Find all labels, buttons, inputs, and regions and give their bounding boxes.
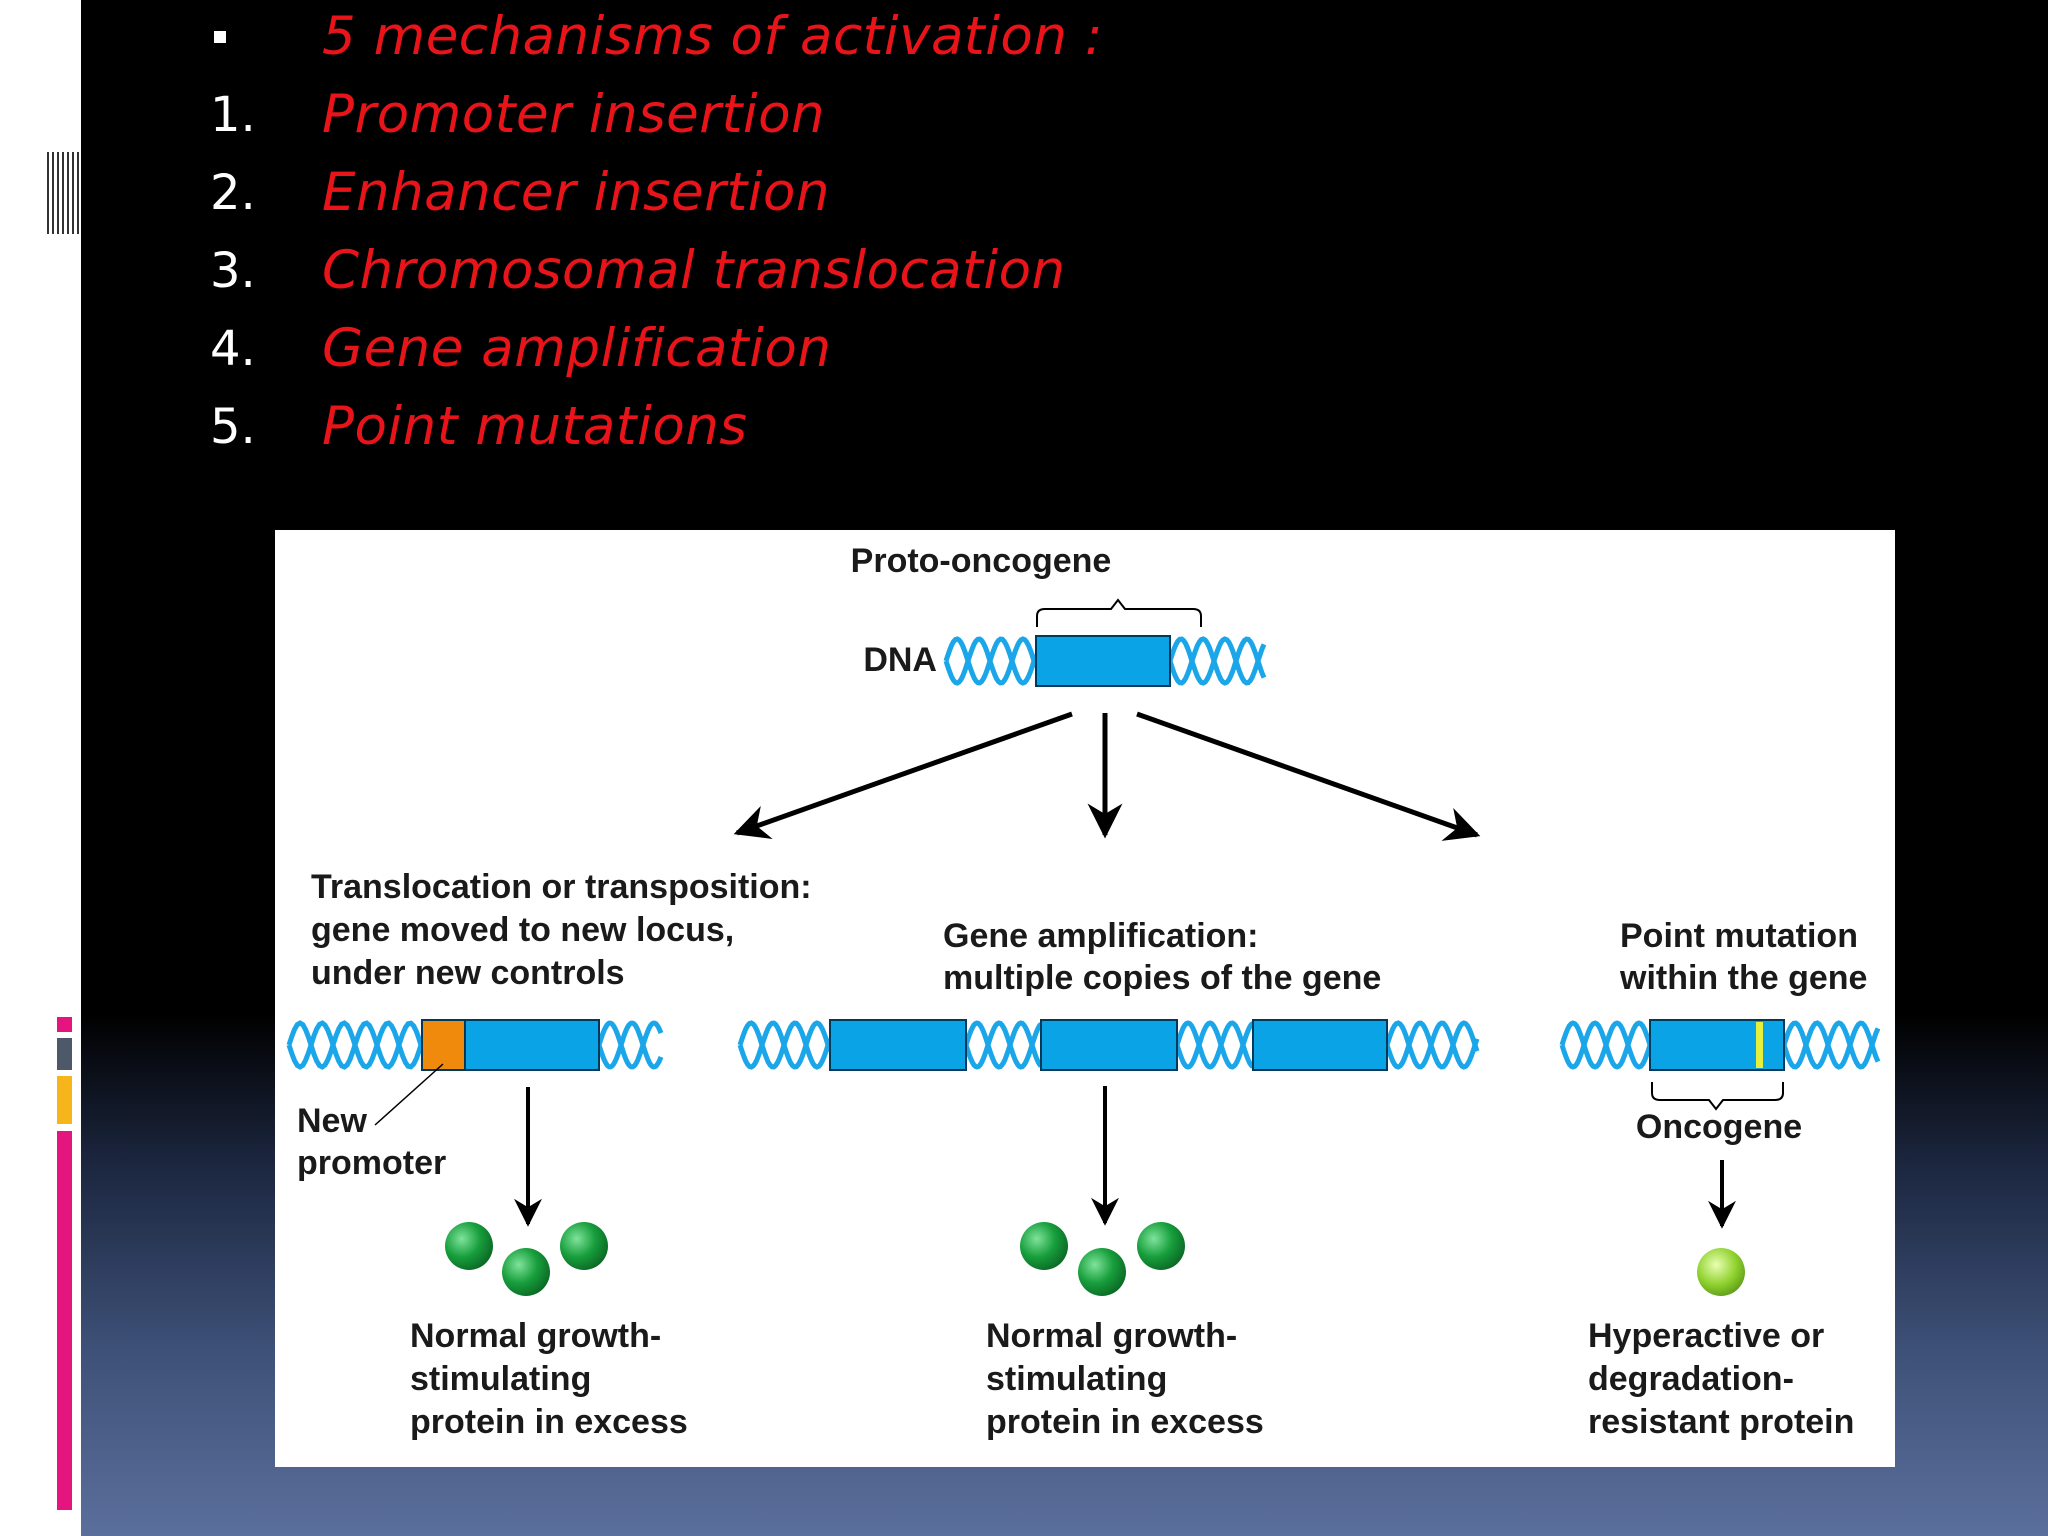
dna-strand [963, 1020, 1043, 1070]
new-promoter-pointer [374, 1063, 444, 1126]
deco-gold-block [57, 1076, 72, 1124]
list-item-text: Chromosomal translocation [322, 240, 1066, 301]
dna-strand [1167, 636, 1267, 686]
deco-bar [77, 152, 79, 234]
translocation-line: Translocation or transposition: [311, 868, 812, 906]
square-bullet-icon [214, 31, 226, 43]
dna-strand [1384, 1020, 1480, 1070]
list-item-number: 2. [210, 165, 256, 221]
list-item-number: 5. [210, 399, 256, 455]
amplified-gene-copy [1252, 1019, 1388, 1071]
point-mutation-result: Hyperactive or [1588, 1317, 1824, 1355]
deco-bar [72, 152, 74, 234]
dna-strand [943, 636, 1039, 686]
point-mutation-result: resistant protein [1588, 1403, 1854, 1441]
dna-strand [596, 1020, 664, 1070]
dna-strand [737, 1020, 833, 1070]
translocation-result: protein in excess [410, 1403, 688, 1441]
dna-strand [963, 1020, 1043, 1070]
oncogene-brace [1651, 1082, 1784, 1111]
bullet-heading: 5 mechanisms of activation : [322, 6, 1104, 67]
amplified-gene-copy [1040, 1019, 1178, 1071]
amplification-title: Gene amplification: [943, 917, 1259, 955]
mutated-gene [1649, 1019, 1785, 1071]
deco-pink-top [57, 1017, 72, 1032]
dna-helix-segments [286, 636, 1881, 1070]
oncogene-label: Oncogene [1636, 1108, 1802, 1146]
diagram-canvas: Proto-oncogene DNA Translocation or tran… [286, 542, 1881, 1441]
new-promoter-label: promoter [297, 1144, 446, 1182]
point-mutation-result: degradation- [1588, 1360, 1794, 1398]
deco-pink-bar [57, 1131, 72, 1510]
list-item-text: Enhancer insertion [322, 162, 830, 223]
translocation-result: stimulating [410, 1360, 591, 1398]
dna-strand [1559, 1020, 1653, 1070]
translocation-title: Translocation or transposition: [311, 868, 812, 906]
point-mutation-title: Point mutation [1620, 917, 1858, 955]
dna-strand [1174, 1020, 1255, 1070]
dna-strand [286, 1020, 425, 1070]
deco-bar [67, 152, 69, 234]
dna-strand [1167, 636, 1267, 686]
point-mutation-mark [1756, 1022, 1763, 1068]
list-item-number: 3. [210, 243, 256, 299]
translocation-result: Normal growth- [410, 1317, 661, 1355]
amplification-result: stimulating [986, 1360, 1167, 1398]
amplification-result: Normal growth- [986, 1317, 1237, 1355]
deco-bar [57, 152, 59, 234]
protein-sphere [1137, 1222, 1185, 1270]
deco-gray-block [57, 1038, 72, 1070]
protein-sphere [502, 1248, 550, 1296]
dna-strand [596, 1020, 664, 1070]
translocation-title: gene moved to new locus, [311, 911, 734, 949]
translocated-gene [464, 1019, 600, 1071]
protein-sphere [1020, 1222, 1068, 1270]
list-item-text: Point mutations [322, 396, 748, 457]
proto-oncogene-brace [1036, 598, 1202, 627]
translocation-title: under new controls [311, 954, 625, 992]
dna-strand [1174, 1020, 1255, 1070]
decorative-side-strip [47, 152, 79, 1510]
point-mutation-title: within the gene [1619, 959, 1867, 997]
dna-strand [1781, 1020, 1881, 1070]
dna-strand [1781, 1020, 1881, 1070]
proto-oncogene-gene [1035, 635, 1171, 687]
amplification-title: multiple copies of the gene [943, 959, 1381, 997]
proto-oncogene-label: Proto-oncogene [851, 542, 1112, 580]
deco-bar [47, 152, 49, 234]
list-item-number: 1. [210, 87, 256, 143]
amplified-gene-copy [829, 1019, 967, 1071]
translocation-line: gene moved to new locus, [311, 911, 734, 949]
oncogene-activation-diagram: Proto-oncogene DNA Translocation or tran… [275, 530, 1895, 1467]
translocation-line: under new controls [311, 954, 625, 992]
new-promoter-label: New [297, 1102, 367, 1140]
hyperactive-protein-sphere [1697, 1248, 1745, 1296]
protein-sphere [1078, 1248, 1126, 1296]
list-item-text: Promoter insertion [322, 84, 826, 145]
deco-bar [62, 152, 64, 234]
new-promoter-segment [421, 1019, 466, 1071]
arrow-to-translocation [733, 711, 1073, 839]
arrow-to-point-mutation [1136, 711, 1481, 841]
protein-sphere [560, 1222, 608, 1270]
dna-label: DNA [863, 641, 937, 679]
list-item-number: 4. [210, 321, 256, 377]
deco-bar [52, 152, 54, 234]
amplification-result: protein in excess [986, 1403, 1264, 1441]
list-item-text: Gene amplification [322, 318, 832, 379]
protein-sphere [445, 1222, 493, 1270]
